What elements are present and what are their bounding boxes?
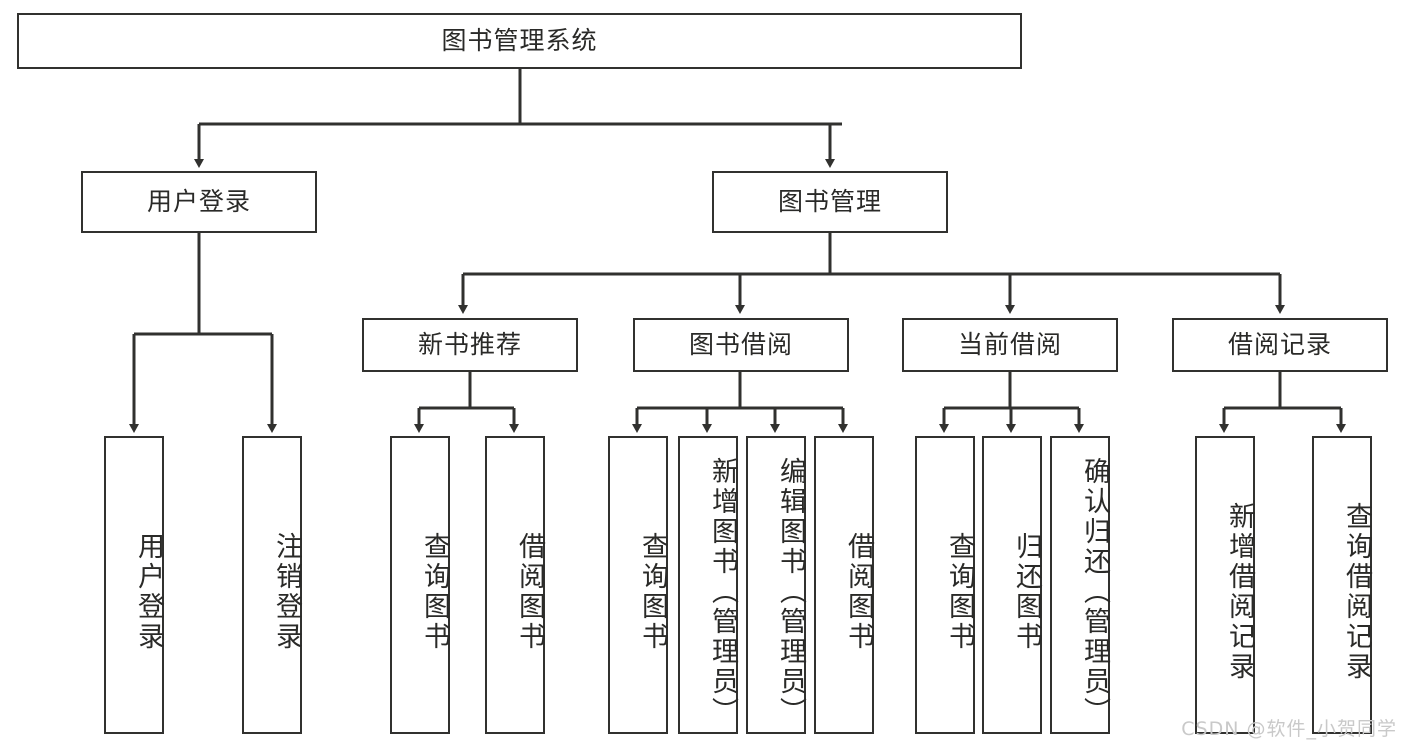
leaf-label: 新增图书（管理员） bbox=[707, 457, 738, 727]
leaf-recommend-borrow-book[interactable]: 借阅图书 bbox=[485, 436, 545, 734]
leaf-user-login-logout[interactable]: 注销登录 bbox=[242, 436, 302, 734]
leaf-label: 编辑图书（管理员） bbox=[775, 457, 806, 727]
leaf-record-add-record[interactable]: 新增借阅记录 bbox=[1195, 436, 1255, 734]
node-new-book-recommend[interactable]: 新书推荐 bbox=[362, 318, 578, 372]
leaf-borrow-query-book[interactable]: 查询图书 bbox=[608, 436, 668, 734]
leaf-label: 查询图书 bbox=[637, 532, 668, 652]
node-book-borrow[interactable]: 图书借阅 bbox=[633, 318, 849, 372]
node-user-login-label: 用户登录 bbox=[146, 187, 251, 217]
leaf-borrow-edit-book[interactable]: 编辑图书（管理员） bbox=[746, 436, 806, 734]
node-book-borrow-label: 图书借阅 bbox=[688, 330, 793, 360]
leaf-current-return-book[interactable]: 归还图书 bbox=[982, 436, 1042, 734]
leaf-borrow-add-book[interactable]: 新增图书（管理员） bbox=[678, 436, 738, 734]
node-user-login[interactable]: 用户登录 bbox=[81, 171, 317, 233]
leaf-record-query-record[interactable]: 查询借阅记录 bbox=[1312, 436, 1372, 734]
node-book-management-label: 图书管理 bbox=[777, 187, 882, 217]
node-new-book-recommend-label: 新书推荐 bbox=[417, 330, 522, 360]
leaf-current-confirm-return[interactable]: 确认归还（管理员） bbox=[1050, 436, 1110, 734]
node-borrow-record-label: 借阅记录 bbox=[1227, 330, 1332, 360]
leaf-label: 新增借阅记录 bbox=[1224, 502, 1255, 682]
node-current-borrow[interactable]: 当前借阅 bbox=[902, 318, 1118, 372]
leaf-user-login-login[interactable]: 用户登录 bbox=[104, 436, 164, 734]
node-current-borrow-label: 当前借阅 bbox=[957, 330, 1062, 360]
leaf-current-query-book[interactable]: 查询图书 bbox=[915, 436, 975, 734]
leaf-label: 归还图书 bbox=[1011, 532, 1042, 652]
leaf-label: 确认归还（管理员） bbox=[1079, 457, 1110, 727]
leaf-label: 查询借阅记录 bbox=[1341, 502, 1372, 682]
leaf-label: 用户登录 bbox=[133, 532, 164, 652]
leaf-label: 查询图书 bbox=[419, 532, 450, 652]
leaf-label: 注销登录 bbox=[271, 532, 302, 652]
leaf-label: 借阅图书 bbox=[843, 532, 874, 652]
node-book-management[interactable]: 图书管理 bbox=[712, 171, 948, 233]
node-root[interactable]: 图书管理系统 bbox=[17, 13, 1022, 69]
node-borrow-record[interactable]: 借阅记录 bbox=[1172, 318, 1388, 372]
leaf-recommend-query-book[interactable]: 查询图书 bbox=[390, 436, 450, 734]
leaf-label: 查询图书 bbox=[944, 532, 975, 652]
leaf-label: 借阅图书 bbox=[514, 532, 545, 652]
node-root-label: 图书管理系统 bbox=[441, 26, 598, 56]
leaf-borrow-borrow-book[interactable]: 借阅图书 bbox=[814, 436, 874, 734]
